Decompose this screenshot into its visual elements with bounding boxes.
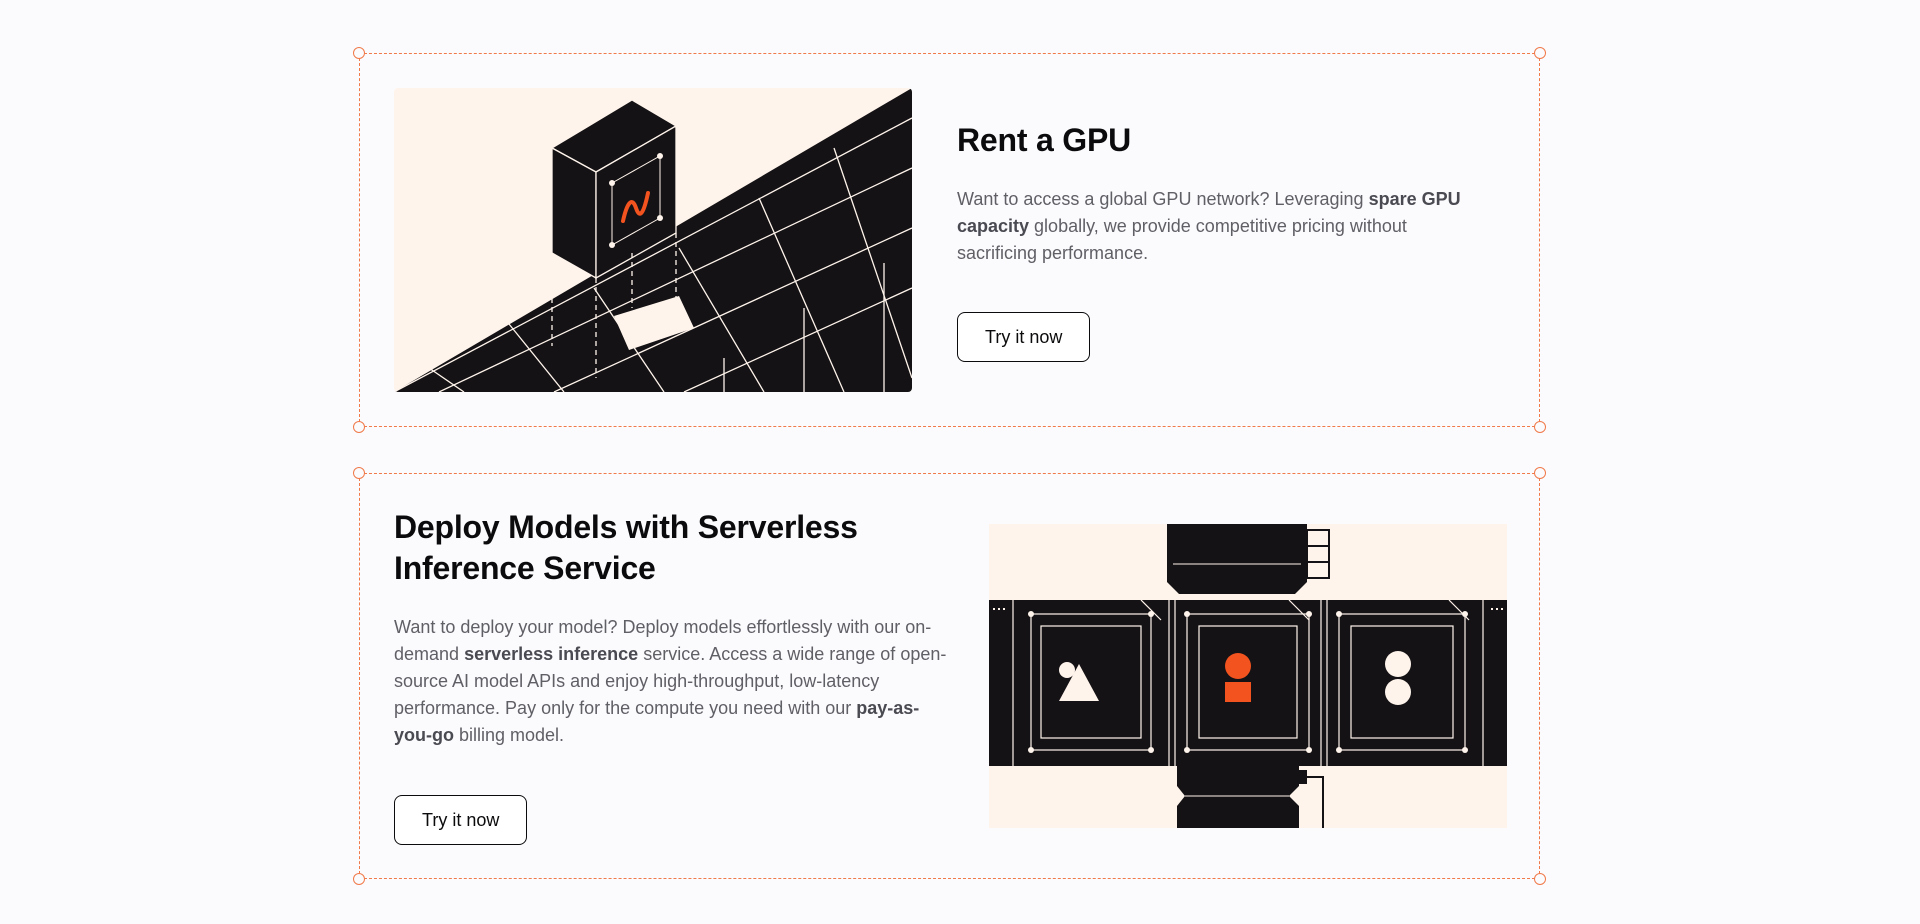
serverless-hardware-illustration bbox=[989, 524, 1507, 828]
corner-handle bbox=[1534, 873, 1546, 885]
corner-handle bbox=[1534, 467, 1546, 479]
corner-handle bbox=[353, 873, 365, 885]
corner-handle bbox=[353, 467, 365, 479]
try-it-now-button[interactable]: Try it now bbox=[957, 312, 1091, 362]
corner-handle bbox=[353, 421, 365, 433]
corner-handle bbox=[353, 47, 365, 59]
rent-gpu-card: Rent a GPU Want to access a global GPU n… bbox=[353, 47, 1546, 433]
section-description: Want to deploy your model? Deploy models… bbox=[394, 617, 947, 745]
section-title: Rent a GPU bbox=[957, 122, 1132, 158]
corner-handle bbox=[1534, 47, 1546, 59]
try-it-now-button[interactable]: Try it now bbox=[394, 795, 528, 845]
corner-handle bbox=[1534, 421, 1546, 433]
section-title: Deploy Models with Serverless Inference … bbox=[394, 509, 858, 586]
section-description: Want to access a global GPU network? Lev… bbox=[957, 189, 1461, 263]
serverless-inference-card: Deploy Models with Serverless Inference … bbox=[353, 467, 1546, 885]
gpu-grid-illustration bbox=[394, 88, 912, 392]
